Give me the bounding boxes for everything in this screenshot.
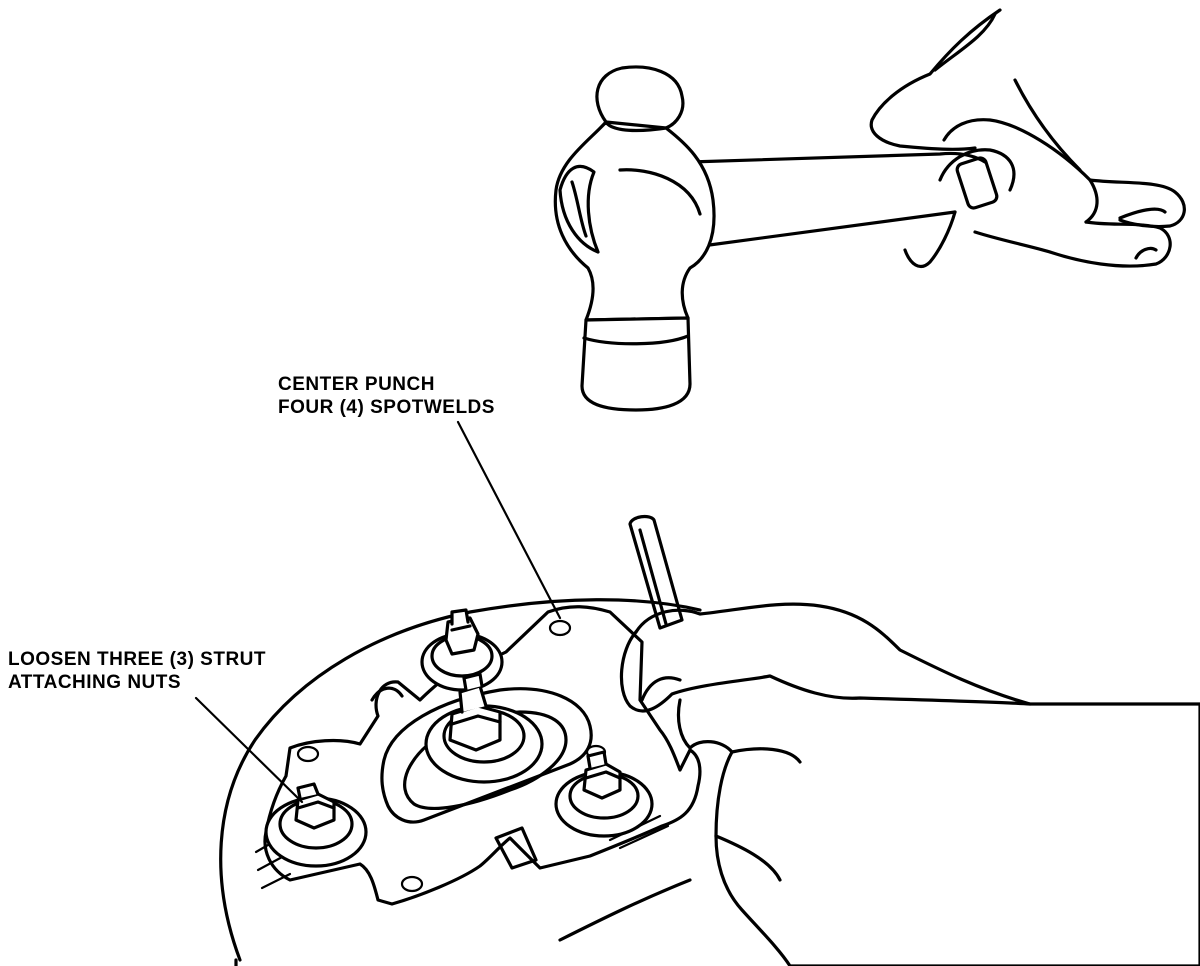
strut-nut-right [554, 750, 654, 838]
hand-holding-hammer [869, 8, 1186, 268]
leader-line-center-punch [456, 420, 562, 620]
strut-nut-top [420, 608, 504, 692]
leader-lines [194, 420, 562, 804]
leader-line-loosen-nuts [194, 696, 304, 804]
strut-center-stud [424, 672, 544, 784]
strut-tower-body [219, 598, 702, 966]
callout-loosen-nuts-line2: ATTACHING NUTS [8, 672, 182, 693]
callout-loosen-nuts-line1: LOOSEN THREE (3) STRUT [8, 649, 267, 670]
callout-loosen-nuts: LOOSEN THREE (3) STRUT ATTACHING NUTS [8, 648, 266, 694]
center-punch-tool [628, 514, 684, 630]
ball-peen-hammer [553, 65, 987, 412]
strut-nut-left [264, 782, 368, 868]
callout-center-punch-line1: CENTER PUNCH [278, 374, 435, 395]
callout-center-punch: CENTER PUNCH FOUR (4) SPOTWELDS [278, 373, 495, 419]
hand-holding-punch [619, 602, 1200, 966]
callout-center-punch-line2: FOUR (4) SPOTWELDS [278, 397, 495, 418]
